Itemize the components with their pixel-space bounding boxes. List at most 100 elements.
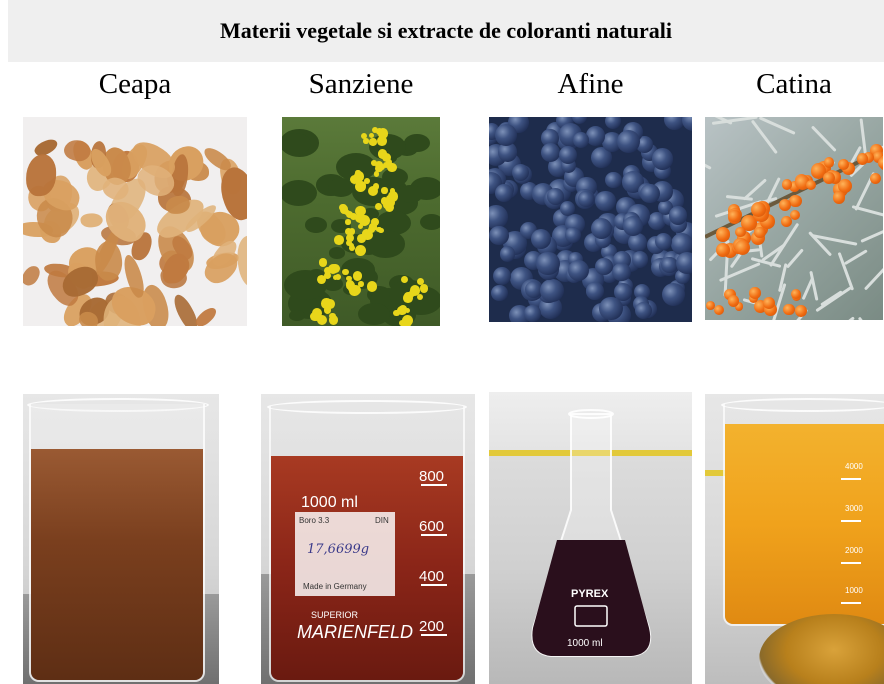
blueberry [573, 131, 590, 148]
yellow-blossom [348, 228, 356, 235]
blueberry [640, 183, 660, 204]
scale-label: 600 [419, 518, 445, 535]
pyrex-volume-text: 1000 ml [567, 638, 603, 649]
sea-buckthorn-berry [754, 226, 766, 239]
sea-buckthorn-berry [728, 209, 741, 222]
sea-buckthorn-berry [741, 215, 757, 231]
sea-buckthorn-berry [790, 288, 802, 300]
yellow-blossom [345, 275, 352, 282]
blueberry [595, 190, 616, 212]
foliage-patch [419, 213, 440, 231]
yellow-blossom [366, 281, 378, 292]
column-label-ceapa: Ceapa [98, 68, 172, 100]
onion-skin-flake [25, 153, 57, 196]
yellow-blossom [357, 234, 366, 244]
foliage-patch [403, 133, 431, 153]
blueberry-extract-photo: PYREX 1000 ml [489, 392, 692, 684]
sea-buckthorn-berry [735, 226, 746, 238]
silver-leaf [858, 316, 879, 320]
blueberry [675, 252, 692, 275]
blueberry [500, 246, 516, 262]
sea-buckthorn-berry [838, 159, 849, 170]
blueberry [647, 211, 667, 231]
sea-buckthorn-extract-photo: 4000 3000 2000 1000 [705, 394, 884, 684]
blueberry [661, 256, 678, 274]
yellow-blossom [402, 317, 412, 326]
foliage-patch [327, 178, 355, 197]
beaker-rim [267, 400, 467, 414]
yellow-blossom [370, 160, 377, 166]
yellow-blossom [375, 202, 383, 210]
yellow-blossom [382, 161, 389, 168]
scale-label: 2000 [845, 546, 863, 555]
sea-buckthorn-berry [713, 304, 724, 315]
beaker-volume-text: 1000 ml [301, 494, 358, 511]
seabuck-extract-liquid [725, 424, 884, 624]
foliage-patch [329, 247, 346, 259]
yellow-blossom [324, 271, 332, 279]
scale-label: 400 [419, 568, 445, 585]
tansy-extract-photo: 1000 ml Boro 3.3 DIN 17,6699g Made in Ge… [261, 394, 475, 684]
yellow-blossom [358, 215, 370, 226]
silver-leaf [863, 260, 883, 291]
beaker-din-text: DIN [375, 516, 389, 525]
yellow-blossom [355, 205, 367, 217]
blueberry [564, 226, 582, 244]
blueberry [634, 301, 652, 319]
silver-leaf [758, 117, 796, 135]
beaker-rim [721, 398, 884, 412]
blueberry [601, 131, 622, 152]
yellow-blossom [367, 185, 378, 196]
yellow-blossom [321, 298, 332, 309]
yellow-blossom [339, 205, 349, 214]
blueberry [651, 148, 674, 170]
yellow-blossom [355, 169, 361, 175]
blueberry [671, 232, 692, 255]
silver-leaf [705, 146, 712, 170]
yellow-blossom [378, 227, 385, 234]
silver-leaf [830, 316, 856, 320]
scale-mark [841, 478, 861, 480]
scale-mark [421, 534, 447, 536]
sea-buckthorn-berry [810, 163, 827, 179]
yellow-blossom [310, 311, 320, 321]
blueberry [628, 233, 648, 252]
blueberry [605, 171, 622, 188]
yellow-blossom [317, 275, 327, 285]
sea-buckthorn-berry [727, 295, 739, 307]
onion-beaker [29, 404, 205, 682]
sea-buckthorn-berry [824, 157, 835, 168]
yellow-blossom [344, 228, 352, 236]
yellow-blossom [345, 234, 354, 243]
sea-buckthorn-berry [781, 179, 793, 190]
sea-buckthorn-berry [749, 286, 761, 299]
blueberry [541, 129, 559, 147]
foliage-patch [289, 310, 305, 322]
blueberry [622, 216, 643, 237]
yellow-blossom [386, 158, 393, 165]
blueberry [636, 136, 653, 154]
foliage-patch [361, 208, 379, 221]
sea-buckthorn-berry [716, 243, 730, 257]
yellow-blossom [387, 162, 398, 173]
scale-label: 800 [419, 468, 445, 485]
blueberry [617, 130, 641, 154]
silver-leaf [860, 222, 883, 243]
blueberry [540, 278, 564, 303]
foliage-patch [323, 277, 343, 292]
onion-skin-flake [23, 262, 43, 289]
blueberry [681, 117, 692, 132]
yellow-blossom [373, 171, 380, 177]
scale-mark [421, 584, 447, 586]
blueberry [524, 305, 541, 322]
scale-label: 4000 [845, 462, 863, 471]
sea-buckthorn-berry [789, 209, 801, 221]
blueberry [599, 296, 623, 321]
blueberry [489, 122, 501, 141]
yellow-blossom [398, 319, 405, 326]
beaker-glass-text: Boro 3.3 [299, 516, 330, 525]
yellow-blossom [381, 152, 392, 163]
sea-buckthorn-berry [706, 301, 716, 310]
yellow-blossom [349, 174, 360, 185]
blueberry [558, 145, 577, 165]
